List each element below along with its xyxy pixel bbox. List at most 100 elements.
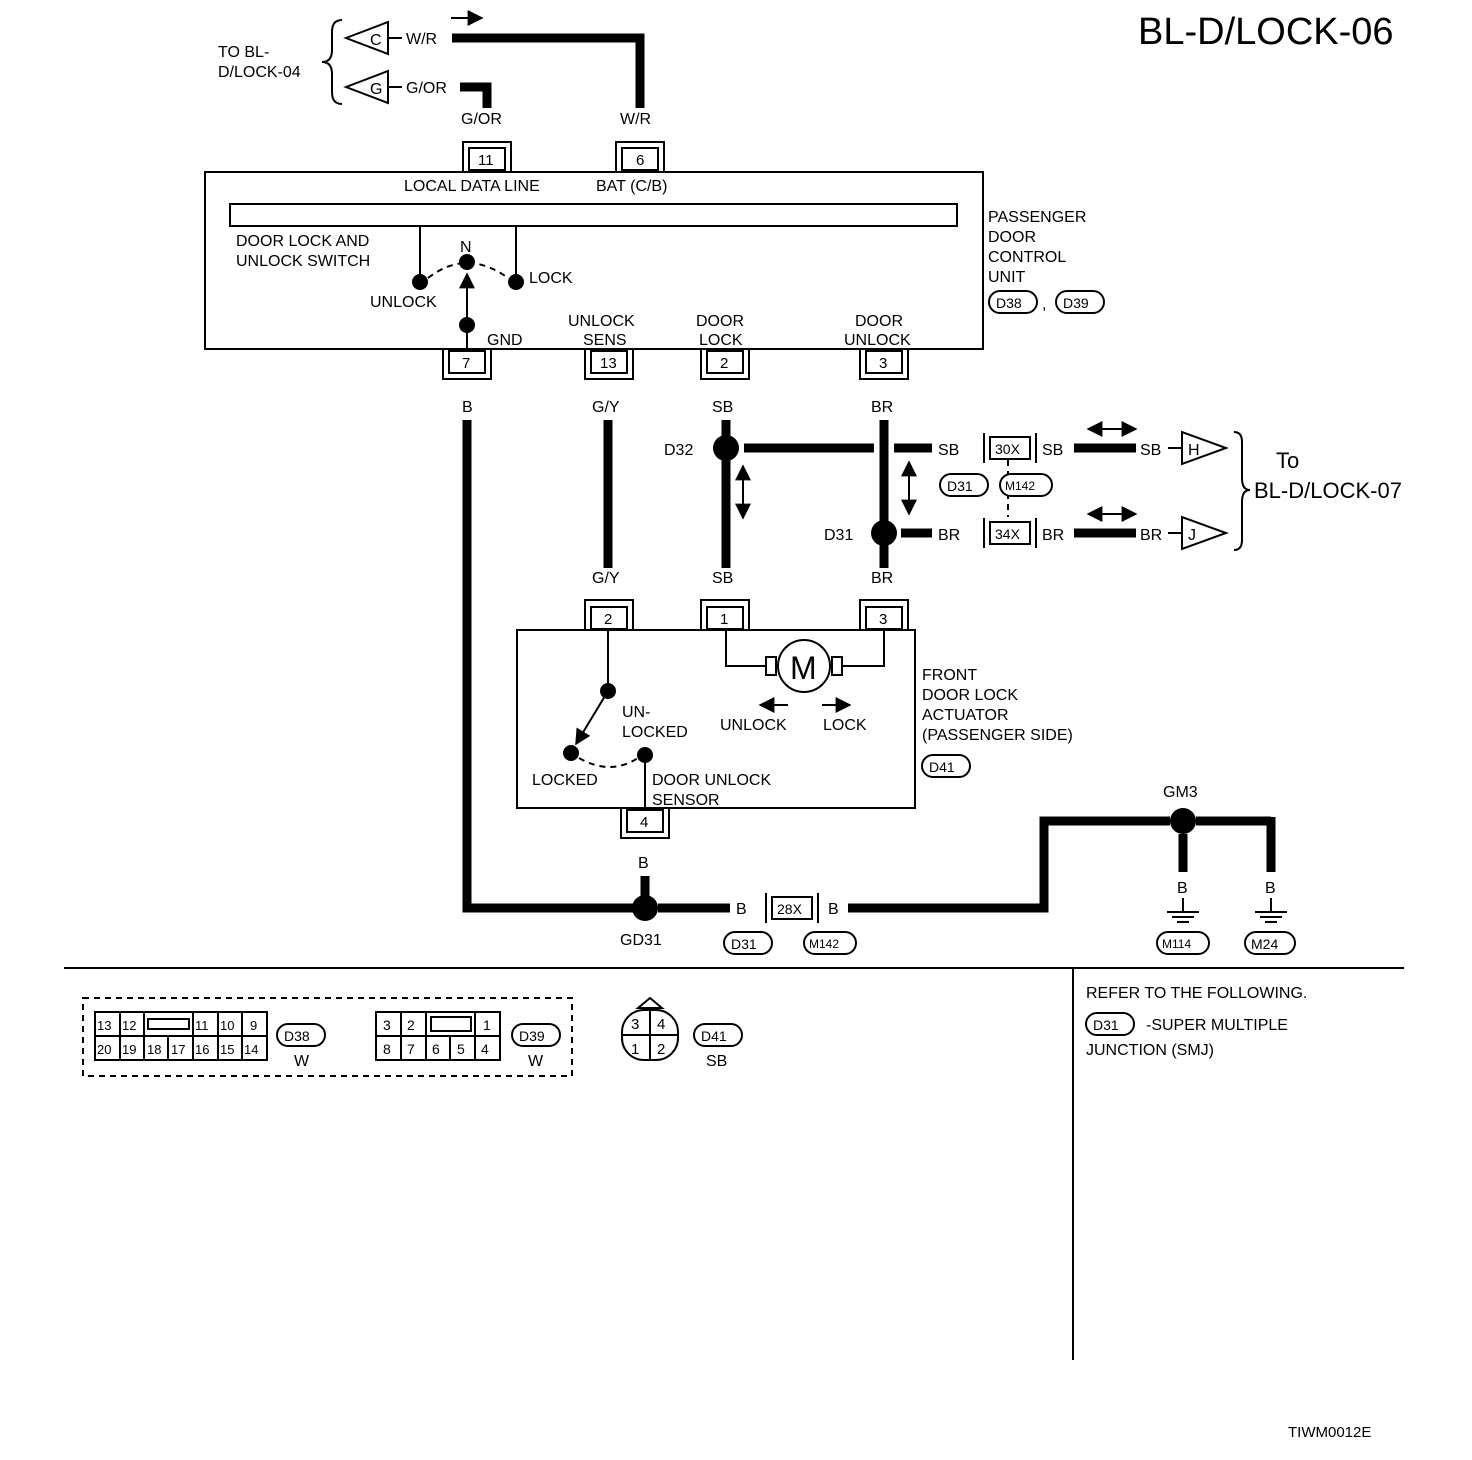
ground-m114-icon [1167, 898, 1199, 923]
actuator-name-4: (PASSENGER SIDE) [922, 727, 1073, 744]
switch-n-contact [459, 254, 475, 270]
pin13-number: 13 [600, 355, 617, 372]
switch-arc [427, 262, 509, 279]
refer-line-1: -SUPER MULTIPLE [1146, 1017, 1288, 1034]
switch-lock-contact [508, 274, 524, 290]
br-label-2: BR [1042, 527, 1064, 544]
connector-tag-d39-label: D39 [1063, 295, 1089, 311]
tag-m24-label: M24 [1251, 936, 1278, 952]
pin3-wire-label: BR [871, 399, 893, 416]
gnd-wire-b-4: B [1265, 880, 1276, 897]
svg-text:12: 12 [122, 1018, 136, 1033]
sb-label-2: SB [1042, 442, 1063, 459]
pin7-number: 7 [462, 355, 470, 372]
pin6-wire-label: W/R [620, 111, 651, 128]
svg-text:14: 14 [244, 1042, 258, 1057]
arrow-h-label: H [1188, 442, 1200, 459]
act-pin3-number: 3 [879, 611, 887, 628]
junction-d31 [871, 520, 897, 546]
junction-gd31 [632, 895, 658, 921]
wire-b-ground [462, 420, 640, 913]
connector-face-d38: 13 12 11 10 9 20 19 18 17 16 15 14 [94, 1011, 268, 1061]
connector-28x: 28X [765, 893, 819, 923]
connector-28x-label: 28X [777, 901, 803, 917]
svg-text:4: 4 [657, 1016, 665, 1033]
actuator-name-1: FRONT [922, 667, 977, 684]
connector-face-group [82, 997, 573, 1077]
sensor-arm [575, 690, 609, 746]
svg-text:19: 19 [122, 1042, 136, 1057]
tag-m142-junction-label: M142 [1005, 479, 1035, 493]
switch-lock-label: LOCK [529, 270, 573, 287]
svg-text:1: 1 [483, 1017, 491, 1033]
refer-tag-d31-label: D31 [1093, 1017, 1119, 1033]
act-pin1-number: 1 [720, 611, 728, 628]
tag-m114 [1156, 931, 1210, 955]
refer-tag-d31 [1085, 1012, 1135, 1036]
svg-text:7: 7 [407, 1041, 415, 1057]
connector-30x: 30X [983, 433, 1037, 463]
connector-face-d41: 3 4 1 2 [621, 996, 679, 1061]
to-lock04-brace [321, 19, 343, 105]
connector-tag-d38-label: D38 [996, 295, 1022, 311]
face-tag-d38 [276, 1023, 326, 1047]
actuator-lock-label: LOCK [823, 717, 867, 734]
sb-label-1: SB [938, 442, 959, 459]
act-pin2-connector: 2 [584, 599, 634, 630]
face-d39-color: W [528, 1053, 544, 1070]
act-pin2-number: 2 [604, 611, 612, 628]
control-unit-box [204, 171, 984, 350]
act-pin4-connector: 4 [620, 808, 670, 839]
tag-m142-ground-label: M142 [809, 937, 839, 951]
motor-icon [777, 639, 831, 693]
connector-sep: , [1042, 296, 1046, 313]
arrow-j-icon [1181, 515, 1229, 551]
act-pin3-wire-label: BR [871, 570, 893, 587]
connector-tag-d41 [921, 754, 971, 778]
sb-label-3: SB [1140, 442, 1161, 459]
act-pin3-connector: 3 [859, 599, 909, 630]
face-tag-d41-label: D41 [701, 1028, 727, 1044]
arrow-c-icon [343, 20, 389, 56]
connector-tag-d41-label: D41 [929, 759, 955, 775]
wire-w-r [452, 33, 645, 108]
sensor-locked-label: LOCKED [532, 772, 598, 789]
tag-d31-junction [939, 473, 989, 497]
connector-34x-label: 34X [995, 526, 1021, 542]
svg-text:17: 17 [171, 1042, 185, 1057]
wire-c-label: W/R [406, 31, 437, 48]
svg-text:20: 20 [97, 1042, 111, 1057]
svg-text:6: 6 [432, 1041, 440, 1057]
actuator-unlock-label: UNLOCK [720, 717, 787, 734]
junction-gm3 [1170, 808, 1196, 834]
page-title: BL-D/LOCK-06 [1138, 11, 1394, 53]
to-lock07-brace [1233, 431, 1251, 551]
junction-d31-label: D31 [824, 527, 853, 544]
act-pin1-wire-label: SB [712, 570, 733, 587]
wire-g-or [460, 82, 492, 108]
connector-30x-label: 30X [995, 441, 1021, 457]
junction-d32-label: D32 [664, 442, 693, 459]
svg-text:15: 15 [220, 1042, 234, 1057]
wire-g-label: G/OR [406, 80, 447, 97]
control-unit-name-1: PASSENGER [988, 209, 1086, 226]
pin7-wire-label: B [462, 399, 473, 416]
arrow-c-label: C [370, 32, 382, 49]
pin11-label: LOCAL DATA LINE [404, 178, 540, 195]
switch-unlock-contact [412, 274, 428, 290]
face-d38-color: W [294, 1053, 310, 1070]
svg-text:16: 16 [195, 1042, 209, 1057]
svg-text:8: 8 [383, 1041, 391, 1057]
pin3-number: 3 [879, 355, 887, 372]
to-lock07-label-1: To [1276, 448, 1299, 473]
pin11-wire-label: G/OR [461, 111, 502, 128]
svg-text:5: 5 [457, 1041, 465, 1057]
arrow-j-label: J [1188, 527, 1196, 544]
svg-text:9: 9 [250, 1018, 257, 1033]
figure-code: TIWM0012E [1288, 1424, 1371, 1441]
connector-face-d39: 3 2 1 8 7 6 5 4 [375, 1011, 501, 1061]
junction-gd31-label: GD31 [620, 932, 662, 949]
junction-gm3-label: GM3 [1163, 784, 1198, 801]
svg-text:3: 3 [631, 1016, 639, 1033]
